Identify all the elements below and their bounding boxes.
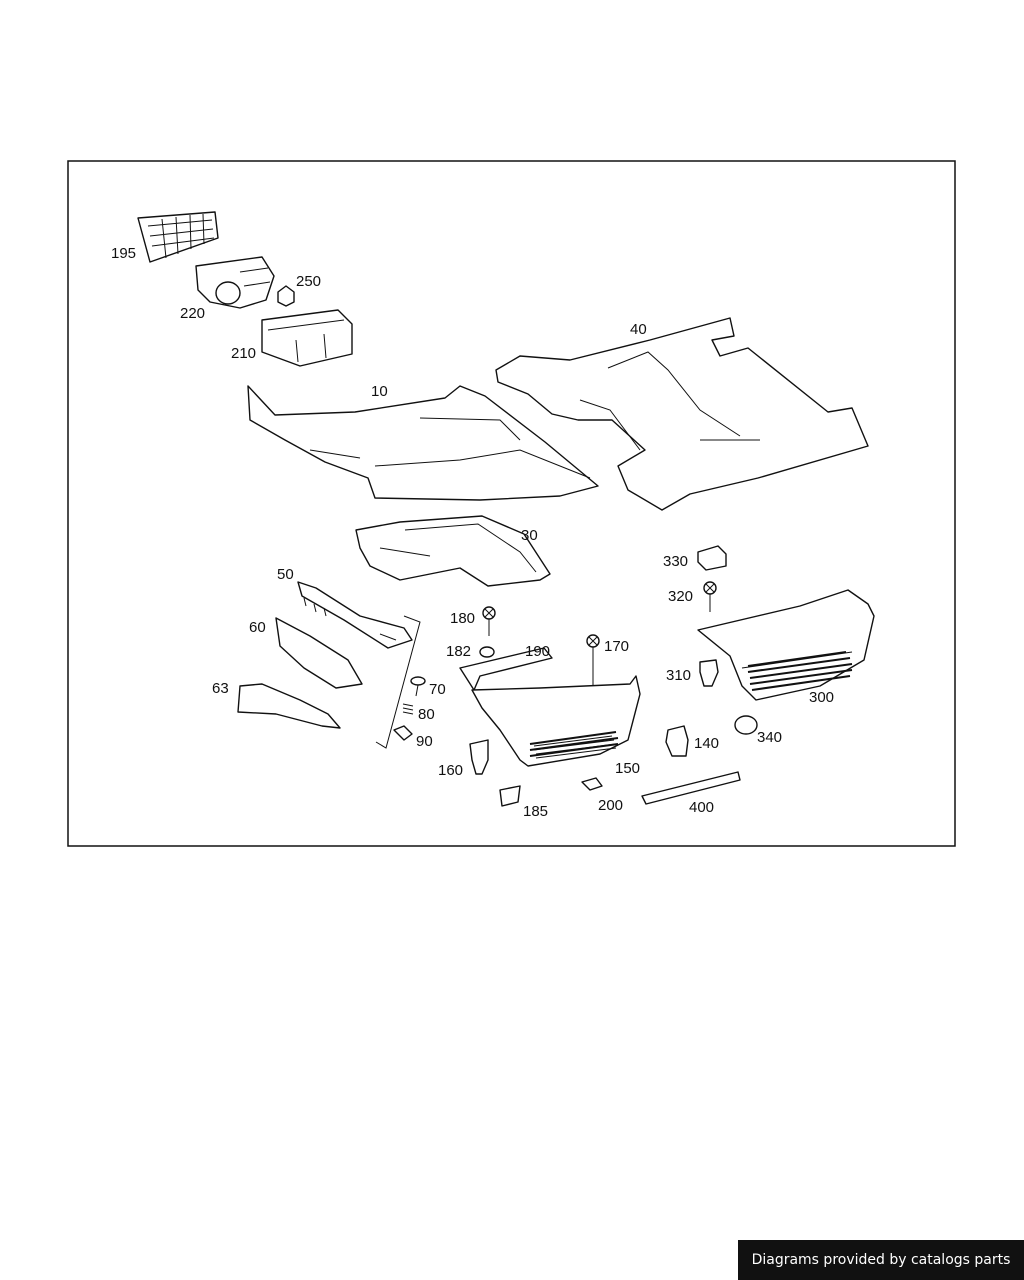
callout-200: 200 xyxy=(598,797,623,814)
callout-400: 400 xyxy=(689,799,714,816)
callout-150: 150 xyxy=(615,760,640,777)
callout-60: 60 xyxy=(249,619,266,636)
callout-220: 220 xyxy=(180,305,205,322)
callout-195: 195 xyxy=(111,245,136,262)
footer-credit-banner: Diagrams provided by catalogs parts xyxy=(738,1240,1024,1280)
callout-70: 70 xyxy=(429,681,446,698)
bracket-leader-70-90 xyxy=(375,615,421,749)
tray-300-hatch xyxy=(747,651,853,691)
callout-50: 50 xyxy=(277,566,294,583)
part-250-nut xyxy=(277,285,295,307)
footer-credit-text: Diagrams provided by catalogs parts xyxy=(751,1252,1011,1268)
callout-185: 185 xyxy=(523,803,548,820)
callout-340: 340 xyxy=(757,729,782,746)
part-185-cap xyxy=(499,785,521,807)
callout-190: 190 xyxy=(525,643,550,660)
part-210-housing xyxy=(261,309,353,367)
callout-63: 63 xyxy=(212,680,229,697)
callout-160: 160 xyxy=(438,762,463,779)
part-140-roll xyxy=(665,725,689,757)
callout-10: 10 xyxy=(371,383,388,400)
callout-210: 210 xyxy=(231,345,256,362)
part-10-front-mat xyxy=(247,385,599,501)
part-30-tray xyxy=(355,515,551,587)
callout-250: 250 xyxy=(296,273,321,290)
part-63-panel xyxy=(237,683,341,729)
part-220-duct xyxy=(195,256,275,309)
part-320-screw xyxy=(703,581,717,612)
callout-310: 310 xyxy=(666,667,691,684)
part-80-spring xyxy=(402,703,414,715)
part-182-washer xyxy=(479,646,495,658)
part-330-plug xyxy=(697,545,727,571)
part-150-lower-tray xyxy=(471,675,641,767)
part-200-clip xyxy=(581,777,603,791)
callout-170: 170 xyxy=(604,638,629,655)
part-400-strip xyxy=(641,771,741,805)
callout-90: 90 xyxy=(416,733,433,750)
part-340-cap xyxy=(734,715,758,735)
callout-180: 180 xyxy=(450,610,475,627)
part-160-plug xyxy=(469,739,489,775)
callout-30: 30 xyxy=(521,527,538,544)
callout-140: 140 xyxy=(694,735,719,752)
part-70-clip xyxy=(410,676,426,697)
part-60-panel xyxy=(275,617,363,689)
part-180-screw xyxy=(482,606,496,636)
callout-80: 80 xyxy=(418,706,435,723)
callout-300: 300 xyxy=(809,689,834,706)
callout-40: 40 xyxy=(630,321,647,338)
callout-320: 320 xyxy=(668,588,693,605)
part-190-bracket xyxy=(459,647,553,691)
part-50-trim-strip xyxy=(297,581,413,649)
part-310-clip xyxy=(699,659,719,687)
part-40-rear-mat xyxy=(495,317,869,511)
part-90-clip xyxy=(393,725,413,741)
callout-182: 182 xyxy=(446,643,471,660)
part-195-grille xyxy=(137,211,219,263)
tray-150-hatch xyxy=(529,731,619,757)
callout-330: 330 xyxy=(663,553,688,570)
